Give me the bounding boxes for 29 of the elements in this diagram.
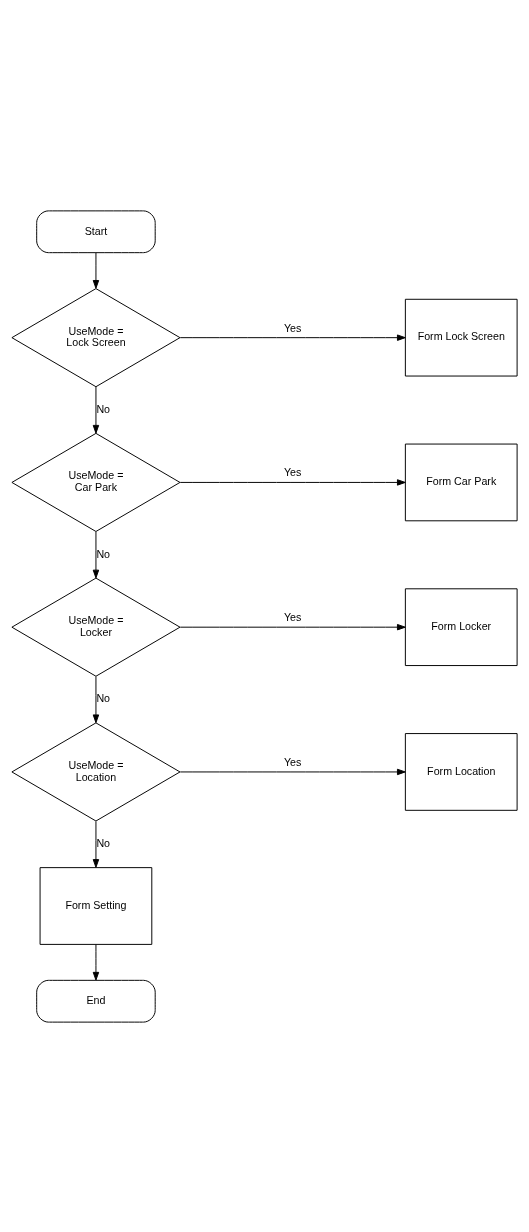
edge-label: Yes [283,755,302,768]
arrow [92,943,100,981]
arrow [92,251,100,289]
arrow [92,386,100,434]
node-box: Form Locker [404,587,518,666]
edge-label: Yes [283,610,302,623]
edge-label: Yes [283,321,302,334]
arrow [92,820,100,868]
arrow [179,478,406,486]
arrow [179,623,406,630]
node-box: Form Setting [39,866,153,945]
node-diamond: UseMode = Location [11,721,181,821]
node-diamond: UseMode = Locker [11,577,181,677]
arrow [179,768,406,775]
edge-label: Yes [283,465,302,478]
edge-label: No [96,402,111,415]
node-diamond: UseMode = Lock Screen [11,287,181,387]
node-diamond: UseMode = Car Park [11,432,181,532]
edge-label: No [96,691,111,704]
edge-label: No [96,836,111,849]
edge-label: No [96,547,111,560]
node-box: End [36,979,156,1023]
node-box: Form Location [404,732,518,811]
arrow [92,675,100,723]
node-box: Start [36,209,156,253]
arrow [179,333,406,341]
arrow [92,530,100,578]
node-box: Form Lock Screen [404,298,518,377]
node-box: Form Car Park [404,443,518,521]
